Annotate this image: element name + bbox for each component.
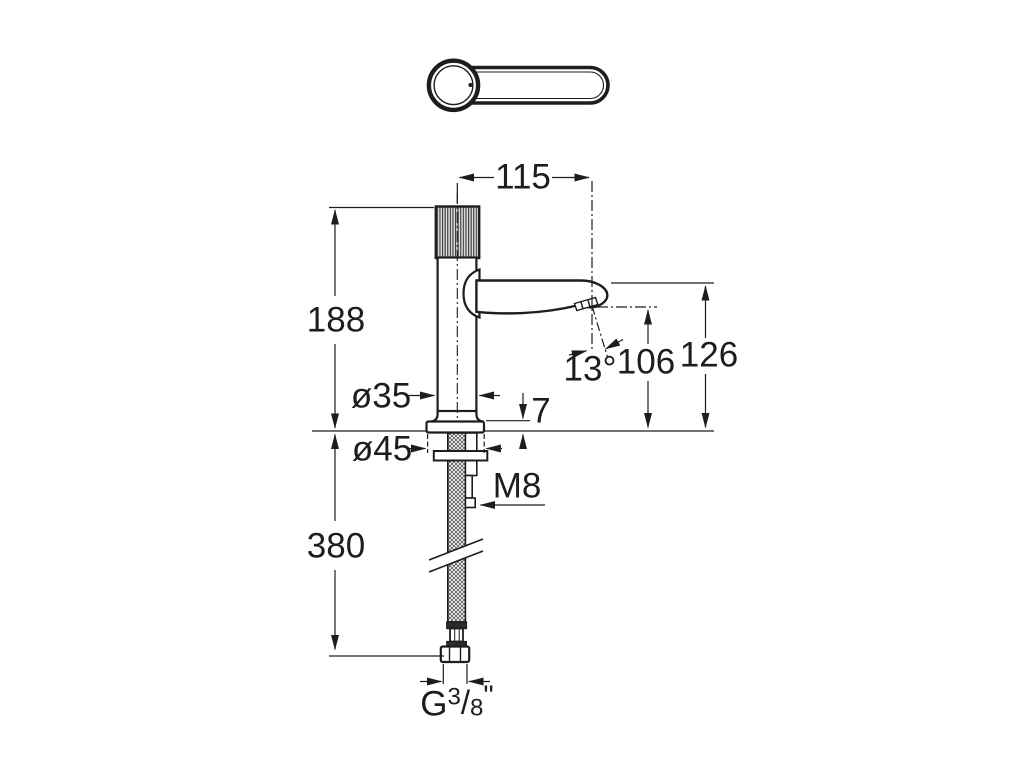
- hose-break-gap: [429, 539, 483, 572]
- thread-slash: /: [460, 683, 471, 721]
- thread-denominator: 8: [470, 694, 484, 722]
- faucet-front-view: [312, 193, 714, 664]
- hose-break-line-1: [428, 538, 484, 561]
- handle-top-view: [426, 58, 610, 113]
- mounting-washer: [432, 450, 489, 462]
- hose-end-fitting: [439, 621, 471, 664]
- hose-break-line-2: [428, 550, 484, 573]
- dim-outlet-height-label: 106: [616, 342, 676, 382]
- thread-prefix: G: [420, 684, 448, 724]
- dim-connection-thread-label: G3/8": [420, 680, 494, 724]
- dim-body-diameter-label: ø35: [350, 376, 412, 416]
- base-plate: [425, 420, 486, 434]
- dimension-lines: [329, 173, 714, 686]
- dim-spout-angle-label: 13°: [563, 349, 617, 389]
- fitting-neck: [449, 627, 464, 643]
- thread-numerator: 3: [447, 683, 461, 711]
- crimp-ring: [446, 621, 468, 630]
- dim-spout-top-height-label: 126: [679, 335, 739, 375]
- dim-hose-length-label: 380: [306, 526, 366, 566]
- dim-total-height-label: 188: [306, 300, 366, 340]
- hex-nut: [439, 645, 471, 664]
- spout: [475, 279, 609, 315]
- handle-cap: [433, 65, 474, 106]
- thread-suffix: ": [483, 680, 494, 713]
- dim-spout-reach-label: 115: [495, 157, 551, 197]
- dim-base-diameter-label: ø45: [351, 429, 413, 469]
- dim-fixing-stud-label: M8: [492, 466, 542, 506]
- dim-base-plate-height-label: 7: [531, 391, 551, 431]
- handle-indicator-dot: [468, 82, 473, 88]
